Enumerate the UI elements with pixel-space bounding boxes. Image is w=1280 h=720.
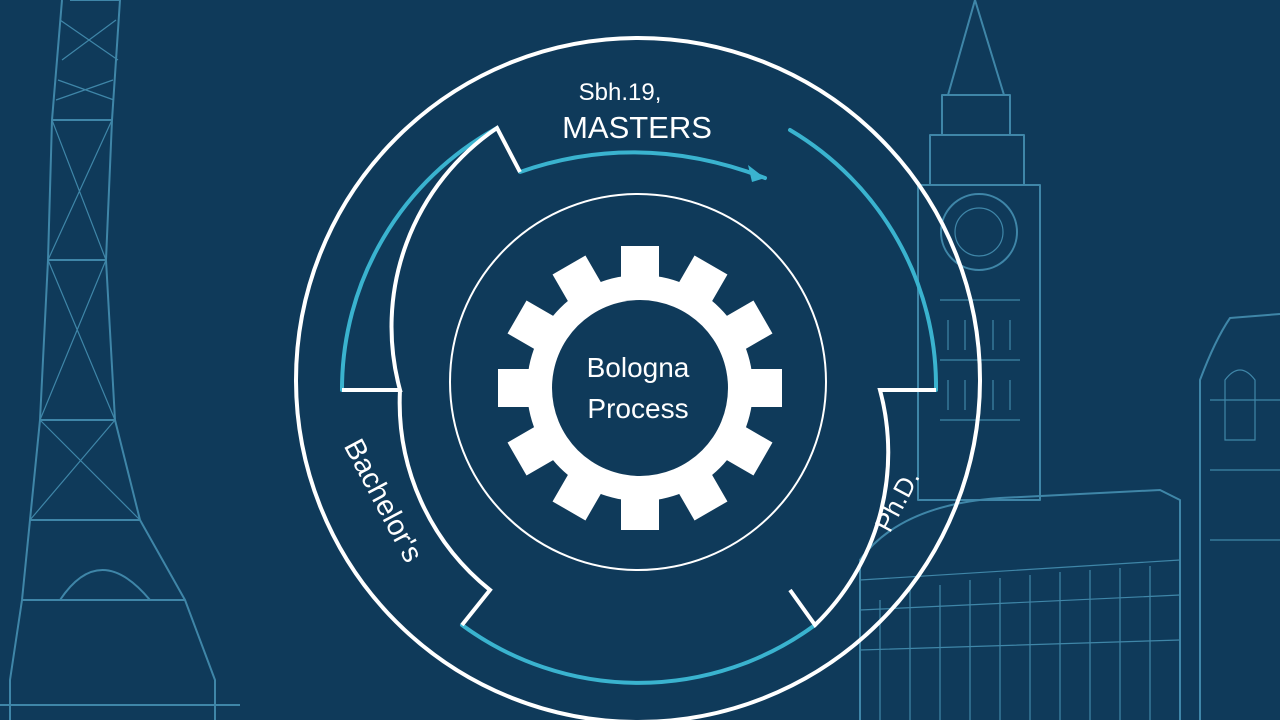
bachelors-label: Bachelor's	[337, 434, 428, 568]
inner-frame	[342, 125, 936, 629]
domed-building-illustration	[859, 313, 1280, 720]
phd-label: Ph.D.	[869, 465, 926, 537]
masters-arrow	[518, 150, 767, 180]
cycle-arrows	[339, 126, 939, 685]
bottom-arc	[460, 623, 817, 685]
inner-circle	[449, 193, 827, 571]
masters-arrow-head	[748, 165, 765, 182]
top-small-label: Sbh.19,	[579, 79, 662, 106]
outer-ring	[294, 36, 982, 720]
center-label-line2: Process	[587, 393, 688, 424]
phd-arc	[788, 128, 939, 392]
eiffel-tower-illustration	[0, 0, 240, 720]
big-ben-illustration	[917, 0, 1041, 501]
masters-label: MASTERS	[562, 110, 712, 145]
center-label-line1: Bologna	[587, 352, 690, 383]
gear-icon	[498, 246, 782, 530]
bachelors-arc	[339, 126, 499, 392]
